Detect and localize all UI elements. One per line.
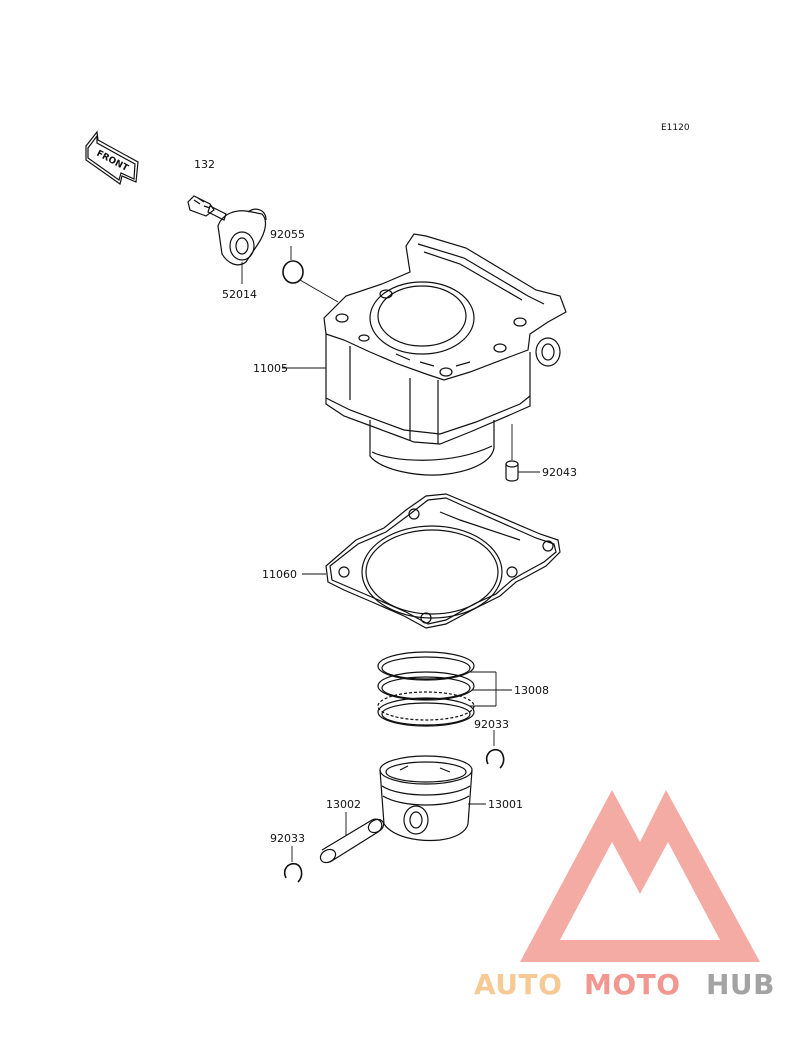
watermark-hub: HUB xyxy=(706,968,775,1001)
fitting-52014 xyxy=(217,208,267,284)
label-13008: 13008 xyxy=(514,684,549,697)
label-92043: 92043 xyxy=(542,466,577,479)
label-52014: 52014 xyxy=(222,288,257,301)
diagram-code: E1120 xyxy=(661,123,690,133)
pin-13002 xyxy=(319,812,385,864)
bolt-132 xyxy=(187,195,227,221)
label-92055: 92055 xyxy=(270,228,305,241)
rings-13008 xyxy=(377,651,512,727)
piston-13001 xyxy=(379,755,486,842)
label-11005: 11005 xyxy=(253,362,288,375)
label-11060: 11060 xyxy=(262,568,297,581)
label-132: 132 xyxy=(194,158,215,171)
cylinder-11005 xyxy=(282,233,567,476)
dowel-92043 xyxy=(505,424,540,482)
label-92033-left: 92033 xyxy=(270,832,305,845)
watermark-moto: MOTO xyxy=(584,968,681,1001)
oring-92055 xyxy=(282,246,339,303)
circlip-92033-right xyxy=(485,730,505,769)
circlip-92033-left xyxy=(283,846,303,883)
front-arrow-icon: FRONT xyxy=(85,130,139,185)
label-13002: 13002 xyxy=(326,798,361,811)
label-13001: 13001 xyxy=(488,798,523,811)
watermark-auto: AUTO xyxy=(474,968,562,1001)
automotohub-logo: AUTO MOTO HUB xyxy=(474,790,775,1001)
gasket-11060 xyxy=(302,493,561,629)
label-92033-right: 92033 xyxy=(474,718,509,731)
